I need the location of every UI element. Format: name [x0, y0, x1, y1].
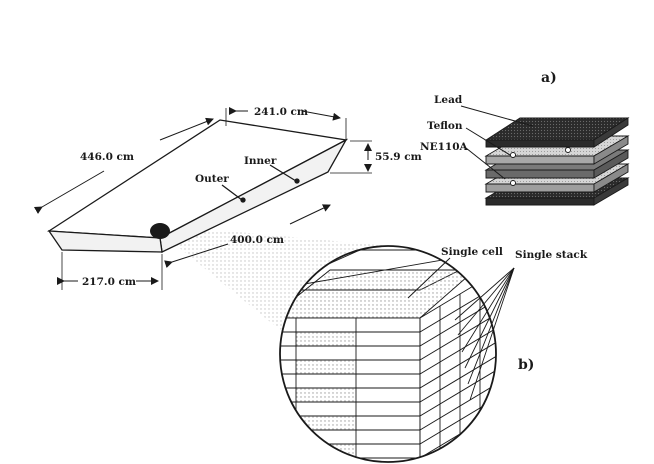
- highlighted-cell-spot: [150, 223, 170, 239]
- layer-stack-panel-a: [484, 117, 630, 206]
- calorimeter-module: [46, 119, 388, 330]
- layer-label-ne110a: NE110A: [420, 141, 469, 153]
- single-cell-leader: [407, 257, 451, 299]
- dim-559-label: 55.9 cm: [375, 151, 422, 163]
- zoom-projection: [160, 226, 388, 330]
- dim-400-label: 400.0 cm: [230, 234, 284, 246]
- module-front-face: [47, 230, 163, 253]
- dim-446-line: [33, 170, 105, 214]
- inner-label: Inner: [244, 155, 277, 167]
- layer-leader-lines: [460, 105, 534, 180]
- layer-label-teflon: Teflon: [427, 120, 463, 132]
- single-stack-leaders: [454, 267, 515, 401]
- dim-446-label: 446.0 cm: [80, 151, 134, 163]
- single-cell-label: Single cell: [441, 246, 503, 258]
- layer-label-lead: Lead: [434, 94, 463, 106]
- dim-217-label: 217.0 cm: [82, 276, 136, 288]
- zoom-circle-panel-b: [279, 245, 497, 463]
- dim-400-line: [164, 243, 229, 268]
- panel-b-tag: b): [518, 357, 534, 373]
- dim-241-label: 241.0 cm: [254, 106, 308, 118]
- dimension-lines: [33, 107, 372, 290]
- panel-a-tag: a): [541, 70, 557, 86]
- outer-label: Outer: [195, 173, 229, 185]
- single-stack-label: Single stack: [515, 249, 588, 261]
